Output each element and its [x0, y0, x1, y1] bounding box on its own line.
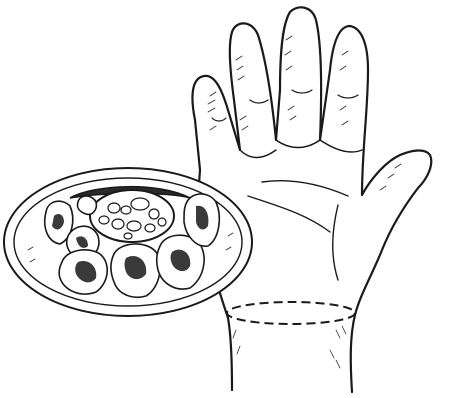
palm-crease-upper: [262, 181, 348, 196]
wrist-cross-section: [4, 168, 252, 316]
index-base-crease: [240, 150, 276, 158]
little-joint-crease: [212, 118, 226, 121]
index-joint-crease: [250, 100, 268, 103]
palm-crease-middle: [248, 196, 330, 232]
section-line-marker: [227, 302, 355, 324]
middle-base-crease: [276, 140, 320, 148]
thenar-crease: [333, 205, 338, 280]
middle-joint-crease: [292, 90, 312, 93]
ring-base-crease: [320, 140, 362, 152]
bone-hook: [77, 196, 96, 214]
ring-joint-crease: [338, 95, 358, 98]
